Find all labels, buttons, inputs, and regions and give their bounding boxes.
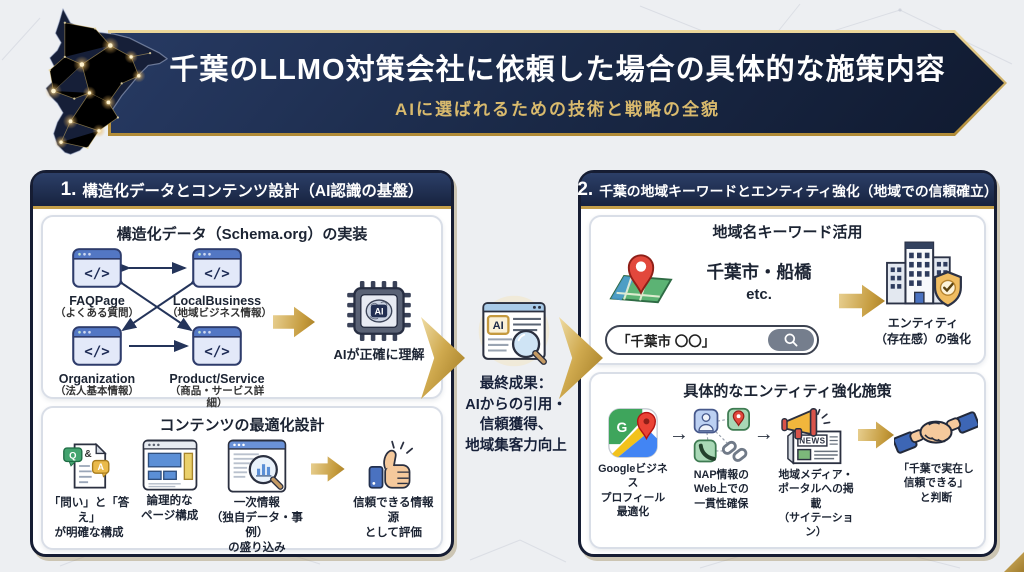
data-magnifier-icon: [227, 439, 287, 493]
qa-document-icon: Q & A: [63, 442, 110, 489]
schema-item-product-service: </> Product/Service （商品・サービス詳細）: [167, 326, 267, 409]
entity-step-media: NEWS 地域メディア・ ポータルへの掲載 （サイテーション）: [774, 407, 858, 539]
ai-badge-label: AI: [493, 320, 504, 332]
map-pin-icon: [609, 254, 673, 304]
schema-box-title: 構造化データ（Schema.org）の実装: [116, 226, 368, 243]
handshake-icon: [893, 411, 978, 454]
google-business-icon: G: [608, 408, 658, 458]
entity-step-caption: NAP情報の Web上での 一貫性確保: [693, 469, 749, 510]
panel-structured-data: 1. 構造化データとコンテンツ設計（AI認識の基盤） 構造化データ（Schema…: [30, 170, 454, 557]
entity-step-caption: 地域メディア・ ポータルへの掲載 （サイテーション）: [778, 469, 854, 538]
keyword-etc: etc.: [746, 286, 772, 303]
panel1-header: 1. 構造化データとコンテンツ設計（AI認識の基盤）: [33, 173, 451, 209]
code-window-icon: </>: [192, 326, 242, 366]
search-query: 「千葉市 〇〇」: [617, 334, 716, 349]
entity-step-caption: Googleビジネス プロフィール 最適化: [598, 463, 668, 518]
search-button[interactable]: [768, 329, 814, 351]
schema-box: 構造化データ（Schema.org）の実装: [41, 215, 443, 409]
schema-item-name: FAQPage: [69, 294, 125, 308]
panel1-title: 構造化データとコンテンツ設計（AI認識の基盤）: [82, 182, 424, 200]
code-window-icon: </>: [72, 248, 122, 288]
panel2-number: 2.: [577, 178, 594, 200]
entity-strength-caption: エンティティ （存在感）の強化: [874, 316, 971, 347]
building-shield-icon: [886, 241, 962, 308]
content-item-caption: 「問い」と「答え」 が明確な構成: [48, 497, 130, 539]
ai-chip-icon: AI: [347, 281, 411, 341]
schema-item-organization: </> Organization （法人基本情報）: [47, 326, 147, 398]
chiba-map-network-icon: [44, 7, 168, 156]
content-item-caption: 論理的な ページ構成: [140, 495, 199, 522]
schema-item-name: Organization: [58, 372, 136, 386]
schema-relation-arrows-icon: [108, 262, 206, 352]
code-glyph: </>: [84, 344, 110, 360]
content-result: 信頼できる情報源 として評価: [350, 439, 437, 541]
ampersand-glyph: &: [85, 449, 92, 460]
schema-item-name: Product/Service: [169, 372, 265, 386]
ai-understanding-caption: AIが正確に理解: [333, 347, 425, 362]
wireframe-page-icon: [142, 439, 197, 491]
entity-result-caption: 「千葉で実在し 信頼できる」 と判断: [898, 463, 974, 504]
a-glyph: A: [97, 462, 104, 472]
schema-item-desc: （地域ビジネス情報）: [167, 307, 272, 320]
ai-chip-label: AI: [374, 307, 383, 317]
schema-item-desc: （商品・サービス詳細）: [169, 385, 265, 409]
keyword-box-title: 地域名キーワード活用: [712, 224, 863, 241]
schema-item-name: LocalBusiness: [172, 294, 262, 308]
schema-item-desc: （法人基本情報）: [55, 385, 139, 398]
code-window-icon: </>: [72, 326, 122, 366]
final-result-caption: 最終成果： AIからの引用・ 信頼獲得、 地域集客力向上: [465, 376, 567, 454]
entity-step-google: G Googleビジネス プロフィール 最適化: [597, 407, 669, 519]
code-glyph: </>: [204, 344, 230, 360]
panel1-number: 1.: [60, 178, 77, 200]
content-box-title: コンテンツの最適化設計: [159, 417, 325, 434]
keyword-text: 千葉市・船橋 etc.: [679, 259, 839, 303]
gold-arrow-icon: [839, 284, 885, 318]
header-banner: 千葉のLLMO対策会社に依頼した場合の具体的な施策内容 AIに選ばれるための技術…: [108, 30, 1007, 136]
news-label: NEWS: [799, 437, 825, 446]
schema-item-faqpage: </> FAQPage （よくある質問）: [47, 248, 147, 320]
entity-result: 「千葉で実在し 信頼できる」 と判断: [893, 407, 978, 505]
thumbs-up-icon: [368, 440, 414, 489]
panel2-header: 2. 千葉の地域キーワードとエンティティ強化（地域での信頼確立）: [577, 173, 998, 209]
keyword-box: 地域名キーワード活用 千葉市・船橋 etc. 「千葉市 〇〇」: [589, 215, 986, 365]
content-item-page-structure: 論理的な ページ構成: [136, 439, 203, 524]
ai-understanding: AI AIが正確に理解: [321, 281, 437, 363]
google-g-glyph: G: [616, 419, 627, 435]
entity-box: 具体的なエンティティ強化施策 G: [589, 372, 986, 549]
gold-arrow-icon: [273, 306, 315, 338]
megaphone-news-icon: NEWS: [781, 407, 842, 465]
schema-item-localbusiness: </> LocalBusiness （地域ビジネス情報）: [167, 248, 272, 320]
search-box[interactable]: 「千葉市 〇〇」: [605, 325, 819, 355]
content-item-caption: 一次情報 （独自データ・事例） の盛り込み: [210, 497, 303, 554]
arrow-right-icon: →: [668, 423, 689, 445]
entity-box-title: 具体的なエンティティ強化施策: [683, 383, 892, 400]
schema-grid: </> FAQPage （よくある質問） </>: [47, 248, 272, 409]
schema-item-desc: （よくある質問）: [55, 307, 139, 320]
content-item-qa: Q & A 「問い」と「答え」 が明確な構成: [47, 439, 131, 541]
code-glyph: </>: [204, 266, 230, 282]
keyword-cities: 千葉市・船橋: [706, 262, 812, 282]
nap-consistency-icon: [694, 407, 751, 463]
content-result-caption: 信頼できる情報源 として評価: [353, 497, 434, 539]
code-window-icon: </>: [192, 248, 242, 288]
gold-arrow-icon: [857, 421, 894, 449]
q-glyph: Q: [69, 450, 76, 461]
page-title: 千葉のLLMO対策会社に依頼した場合の具体的な施策内容: [169, 54, 946, 86]
arrow-right-icon: →: [753, 423, 774, 445]
entity-step-nap: NAP情報の Web上での 一貫性確保: [689, 407, 754, 511]
gold-arrow-icon: [310, 456, 345, 482]
code-glyph: </>: [84, 266, 110, 282]
final-result-document: AI: [475, 293, 553, 374]
page-subtitle: AIに選ばれるための技術と戦略の全貌: [395, 100, 720, 119]
content-item-primary-info: 一次情報 （独自データ・事例） の盛り込み: [208, 439, 305, 556]
content-box: コンテンツの最適化設計 Q & A: [41, 406, 443, 554]
panel2-title: 千葉の地域キーワードとエンティティ強化（地域での信頼確立）: [599, 183, 998, 199]
search-icon: [784, 333, 798, 347]
ai-search-document-icon: AI: [478, 295, 550, 367]
panel-local-entity: 2. 千葉の地域キーワードとエンティティ強化（地域での信頼確立） 地域名キーワー…: [577, 170, 998, 557]
